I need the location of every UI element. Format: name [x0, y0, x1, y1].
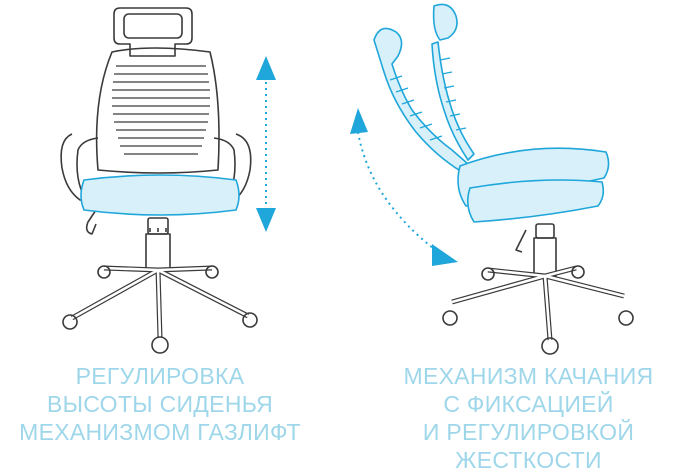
reclined-backrest: [373, 27, 469, 173]
caster: [481, 267, 495, 281]
caption-line: С ФИКСАЦИЕЙ: [443, 391, 614, 417]
caster: [62, 314, 78, 330]
gas-lift: [145, 233, 171, 271]
caption-line: ЖЕСТКОСТИ: [455, 447, 602, 473]
seat: [80, 174, 240, 216]
up-down-arrow-icon: [256, 56, 276, 232]
backrest: [95, 47, 220, 174]
height-adjust-illustration: РЕГУЛИРОВКА ВЫСОТЫ СИДЕНЬЯ МЕХАНИЗМОМ ГА…: [0, 0, 330, 472]
caption-line: ВЫСОТЫ СИДЕНЬЯ: [46, 391, 274, 417]
caster: [541, 337, 559, 355]
caster: [571, 265, 585, 279]
curved-tilt-arrow-icon: [350, 108, 458, 266]
caption-line: РЕГУЛИРОВКА: [75, 363, 245, 389]
caster: [205, 265, 219, 279]
tilt-mechanism-illustration: [340, 0, 677, 472]
caster: [97, 265, 111, 279]
front-chair-drawing: [60, 7, 276, 354]
height-adjust-caption: РЕГУЛИРОВКА ВЫСОТЫ СИДЕНЬЯ МЕХАНИЗМОМ ГА…: [0, 362, 320, 446]
caption-line: МЕХАНИЗМОМ ГАЗЛИФТ: [19, 419, 301, 445]
side-chair-drawing: [350, 3, 634, 355]
upright-seat: [466, 179, 605, 223]
caster: [242, 312, 258, 328]
caster: [151, 336, 169, 354]
caster: [442, 310, 458, 326]
caption-line: И РЕГУЛИРОВКОЙ: [422, 419, 635, 445]
gas-lift: [533, 237, 557, 277]
caster: [618, 310, 634, 326]
caption-line: МЕХАНИЗМ КАЧАНИЯ: [403, 363, 654, 389]
headrest: [113, 7, 193, 57]
tilt-mechanism-caption: МЕХАНИЗМ КАЧАНИЯ С ФИКСАЦИЕЙ И РЕГУЛИРОВ…: [380, 362, 677, 474]
